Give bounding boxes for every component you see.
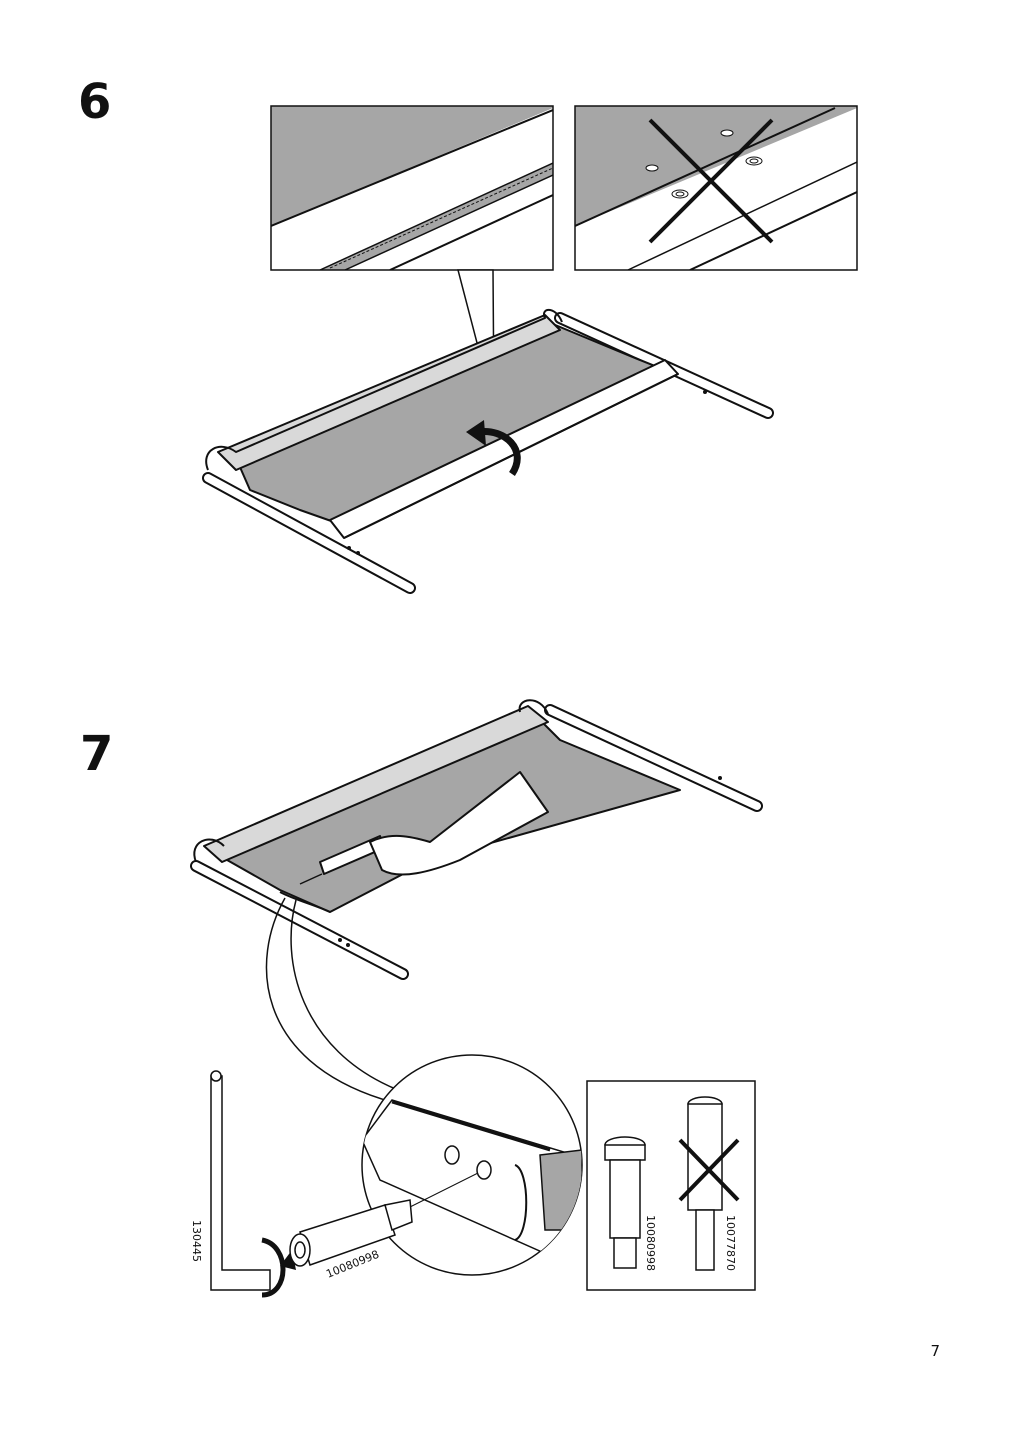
detail-correct-seam	[270, 105, 554, 271]
detail-wrong-side	[574, 105, 858, 271]
correct-bolt-icon	[604, 1136, 646, 1269]
step6-frame	[202, 308, 774, 594]
allen-key-icon	[210, 1070, 271, 1291]
turn-arrow-icon	[261, 1237, 286, 1298]
step-6-number: 6	[78, 74, 112, 130]
step7-frame	[190, 699, 763, 980]
wrong-bolt-id: 10077870	[724, 1215, 737, 1271]
detail-bolt-hole	[361, 1054, 583, 1276]
allen-key-id: 130445	[190, 1220, 203, 1262]
rotate-arrow-icon	[477, 428, 521, 476]
correct-bolt-id: 10080998	[644, 1215, 657, 1271]
wrong-cross-icon	[648, 118, 774, 244]
bolt-comparison-box: 10080998 10077870	[586, 1080, 756, 1291]
arrow-head-icon	[466, 420, 486, 446]
page-number: 7	[930, 1342, 940, 1360]
callout-curve	[265, 897, 386, 1101]
wrong-cross-icon	[678, 1138, 740, 1202]
step-7-number: 7	[80, 726, 114, 782]
bolt-icon	[289, 1199, 413, 1267]
